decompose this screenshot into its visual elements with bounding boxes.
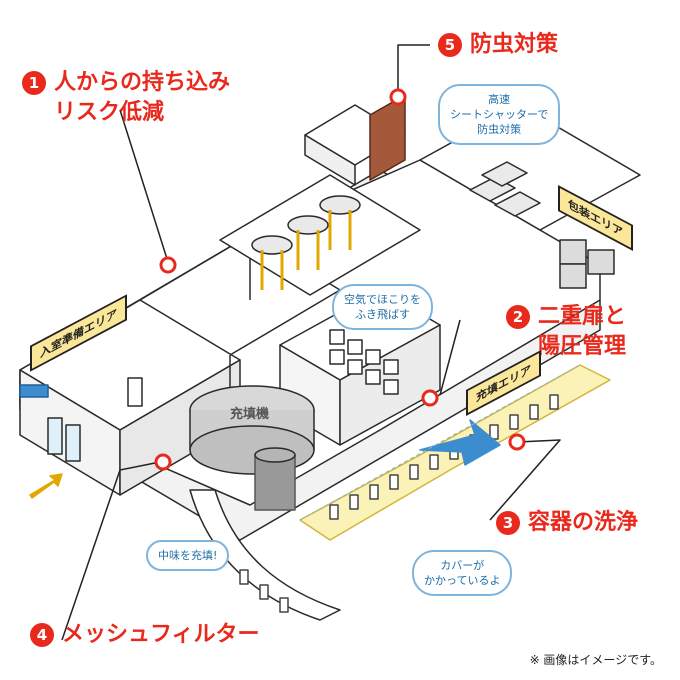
high-speed-shutter bbox=[369, 94, 406, 181]
crates bbox=[469, 161, 541, 217]
callout-5-line-1: 防虫対策 bbox=[470, 32, 559, 57]
callout-1-text: 人からの持ち込み リスク低減 bbox=[54, 68, 230, 128]
filler-column bbox=[254, 454, 296, 511]
callout-1-line-1: 人からの持ち込み bbox=[54, 70, 231, 95]
callout-4-text: メッシュフィルター bbox=[62, 620, 260, 650]
leader-lines bbox=[61, 44, 561, 641]
prep-vent bbox=[19, 384, 49, 398]
tank-room bbox=[219, 174, 421, 296]
callout-3-text: 容器の洗浄 bbox=[528, 508, 638, 538]
callout-2-text: 二重扉と 陽圧管理 bbox=[538, 302, 626, 362]
truck-side bbox=[304, 134, 356, 186]
prep-door-2 bbox=[65, 424, 81, 462]
callout-5: 5 防虫対策 bbox=[438, 30, 558, 60]
entry-arrow bbox=[29, 473, 63, 499]
callout-3-number: 3 bbox=[496, 511, 520, 535]
mixing-tanks bbox=[251, 195, 361, 255]
callout-4-line-1: メッシュフィルター bbox=[62, 622, 260, 647]
callout-5-number: 5 bbox=[438, 33, 462, 57]
callout-3-line-1: 容器の洗浄 bbox=[528, 510, 639, 535]
filling-machine-label: 充填機 bbox=[230, 407, 270, 422]
callout-3: 3 容器の洗浄 bbox=[496, 508, 638, 538]
bubble-air: 空気でほこりを ふき飛ばす bbox=[332, 284, 433, 330]
callout-2-line-2: 陽圧管理 bbox=[538, 334, 627, 359]
cover-outline bbox=[299, 364, 581, 521]
callout-1-number: 1 bbox=[22, 71, 46, 95]
callout-2-number: 2 bbox=[506, 305, 530, 329]
callout-1: 1 人からの持ち込み リスク低減 bbox=[22, 68, 230, 128]
bubble-filling: 中味を充填! bbox=[146, 540, 230, 571]
bubble-air-line-1: 空気でほこりを bbox=[344, 293, 421, 306]
bubble-shutter-line-1: 高速 bbox=[488, 93, 511, 106]
bubble-shutter-line-3: 防虫対策 bbox=[477, 123, 522, 136]
callout-1-line-2: リスク低減 bbox=[54, 100, 165, 125]
bubble-shutter-line-2: シートシャッターで bbox=[450, 108, 549, 121]
bubble-shutter: 高速 シートシャッターで 防虫対策 bbox=[438, 84, 561, 145]
tank-legs bbox=[260, 210, 352, 290]
prep-door-1 bbox=[47, 417, 63, 455]
callout-4-number: 4 bbox=[30, 623, 54, 647]
callout-5-text: 防虫対策 bbox=[470, 30, 558, 60]
callout-2: 2 二重扉と 陽圧管理 bbox=[506, 302, 626, 362]
callout-4: 4 メッシュフィルター bbox=[30, 620, 260, 650]
marker-dots bbox=[154, 88, 526, 471]
air-nozzles bbox=[329, 329, 399, 395]
callout-2-line-1: 二重扉と bbox=[538, 304, 627, 329]
prep-door-3 bbox=[127, 377, 143, 407]
bubble-air-line-2: ふき飛ばす bbox=[355, 308, 410, 321]
air-flow-arrow bbox=[419, 419, 501, 466]
bubble-cover-line-1: カバーが bbox=[440, 559, 485, 572]
bubble-cover-line-2: かかっているよ bbox=[424, 574, 501, 587]
boxes bbox=[559, 239, 615, 289]
image-note: ※ 画像はイメージです。 bbox=[529, 653, 662, 667]
bubble-filling-line-1: 中味を充填! bbox=[158, 549, 218, 562]
bubble-cover: カバーが かかっているよ bbox=[412, 550, 513, 596]
